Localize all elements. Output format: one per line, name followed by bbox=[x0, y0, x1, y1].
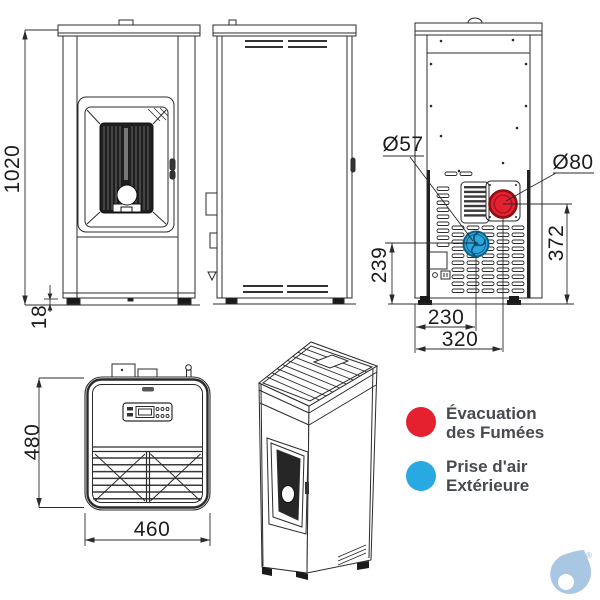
dim-air-inlet-height: 239 bbox=[368, 246, 391, 284]
dim-air-inlet-diameter: Ø57 bbox=[382, 133, 424, 156]
stove-foot bbox=[177, 297, 192, 305]
brand-logo bbox=[550, 550, 592, 594]
air-legend-label: Prise d'air Extérieure bbox=[446, 457, 596, 495]
control-panel bbox=[122, 402, 173, 422]
door-handle bbox=[169, 158, 176, 171]
registered-trademark: ® bbox=[586, 551, 592, 560]
front-view bbox=[57, 19, 201, 305]
power-switch bbox=[432, 272, 438, 278]
flame-window bbox=[116, 184, 138, 206]
valve-glyph bbox=[207, 271, 217, 282]
top-grille bbox=[92, 446, 203, 503]
dim-flue-height: 372 bbox=[545, 224, 568, 262]
door-3d bbox=[266, 437, 309, 535]
flue-legend-line1: Évacuation bbox=[446, 404, 537, 423]
power-socket bbox=[440, 270, 451, 280]
dim-flue-offset: 320 bbox=[441, 328, 479, 351]
perspective-view bbox=[258, 341, 379, 580]
top-handle-slot bbox=[312, 354, 350, 369]
electrical-box bbox=[428, 251, 448, 270]
back-view bbox=[414, 17, 543, 352]
flue-legend-dot bbox=[406, 407, 436, 437]
dim-flue-diameter: Ø80 bbox=[552, 151, 594, 174]
flue-legend-label: Évacuation des Fumées bbox=[446, 404, 596, 442]
back-vent-slots bbox=[436, 171, 525, 293]
dimension-lines bbox=[22, 29, 594, 546]
air-legend-line2: Extérieure bbox=[446, 475, 530, 495]
side-top-vents bbox=[245, 40, 327, 48]
panel-screws bbox=[429, 38, 528, 173]
side-vents-3d bbox=[337, 544, 367, 566]
panel-buttons bbox=[155, 407, 170, 418]
dim-base-height: 18 bbox=[28, 304, 51, 330]
flue-legend-line2: des Fumées bbox=[446, 422, 545, 442]
flue-stub-side bbox=[205, 192, 218, 216]
dim-overall-height: 1020 bbox=[1, 144, 24, 194]
dim-width: 460 bbox=[133, 518, 171, 541]
dim-air-inlet-offset: 230 bbox=[427, 306, 465, 329]
air-legend-line1: Prise d'air bbox=[446, 457, 528, 476]
side-view bbox=[205, 19, 357, 305]
air-intake-port bbox=[462, 230, 490, 258]
air-legend-dot bbox=[406, 461, 436, 491]
top-view bbox=[84, 363, 211, 511]
side-bottom-vents bbox=[243, 285, 328, 293]
air-stub-side bbox=[209, 232, 218, 249]
stove-foot bbox=[66, 297, 81, 305]
dim-depth: 480 bbox=[21, 423, 44, 461]
